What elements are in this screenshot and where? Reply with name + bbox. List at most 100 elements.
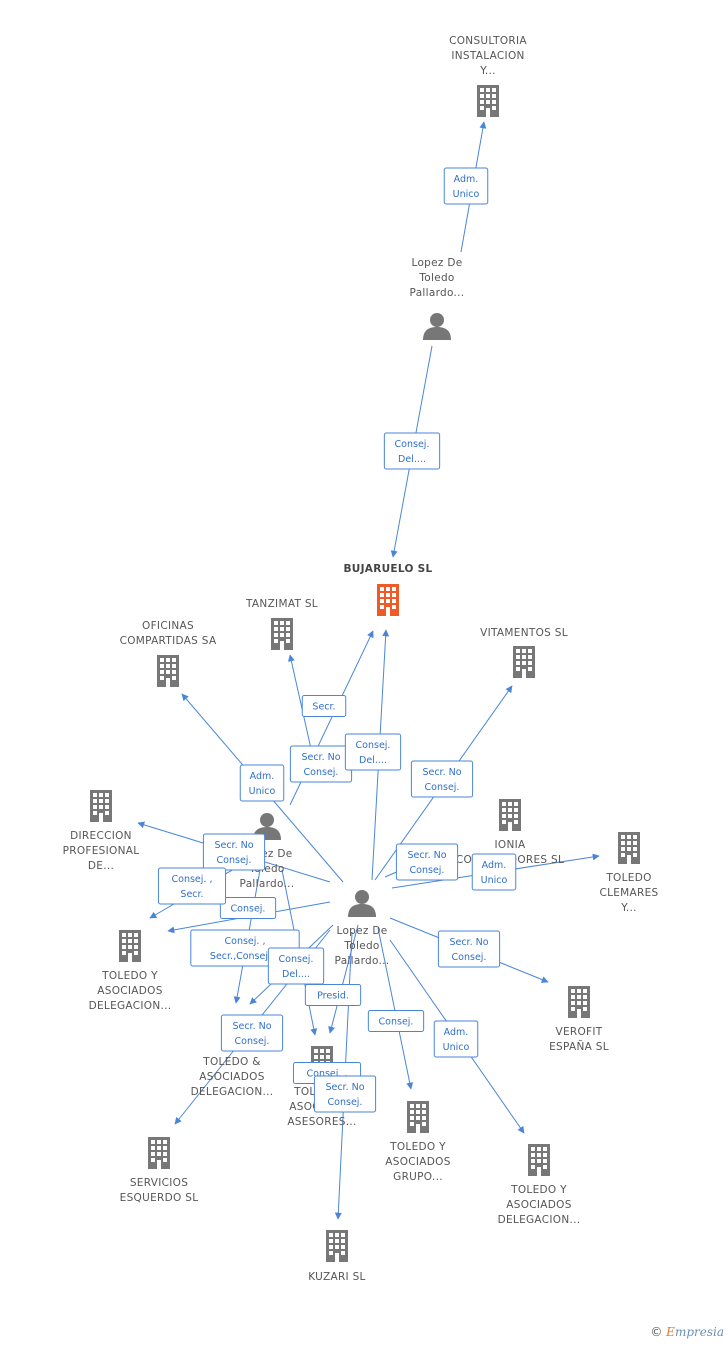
node-person_top[interactable]: Lopez DeToledoPallardo... <box>410 257 465 340</box>
edge-label-text: Secr. No <box>301 752 340 763</box>
edge-label-box <box>220 1014 284 1052</box>
node-label: Pallardo... <box>335 955 390 967</box>
edge-label-text: Consej. <box>452 952 487 963</box>
edge-label-person_center-to-toledo_asesores[interactable]: Presid. <box>304 984 362 1006</box>
node-label: TANZIMAT SL <box>245 598 318 610</box>
edge-label-box <box>383 432 441 470</box>
edge-label-text: Unico <box>249 786 276 797</box>
edge-label-text: Consej. <box>328 1097 363 1108</box>
node-label: TOLEDO Y <box>389 1141 446 1153</box>
edge-label-text: Del.... <box>282 969 310 980</box>
building-icon <box>377 584 399 616</box>
node-toledo_amp_del[interactable]: TOLEDO &ASOCIADOSDELEGACION... <box>191 1016 274 1098</box>
node-label: ESQUERDO SL <box>120 1192 199 1204</box>
node-label: OFICINAS <box>142 620 194 632</box>
edge-label-text: Unico <box>481 875 508 886</box>
edge-label-person_center-to-vitamentos[interactable]: Secr. No Consej. <box>410 760 474 798</box>
brand-name: mpresia <box>674 1325 724 1339</box>
node-consultoria[interactable]: CONSULTORIAINSTALACIONY... <box>449 35 527 117</box>
brand-initial: E <box>666 1325 675 1339</box>
edge-label-person_mid-to-bujaruelo[interactable]: Secr. <box>301 695 347 717</box>
edge-label-text: Secr. <box>180 889 203 900</box>
person-icon <box>348 890 376 917</box>
edge-label-person_center-to-bujaruelo[interactable]: Consej. Del.... <box>344 733 402 771</box>
building-icon <box>568 986 590 1018</box>
edge-label-box <box>267 947 325 985</box>
node-bujaruelo[interactable]: BUJARUELO SL <box>343 563 432 616</box>
node-label: DELEGACION... <box>191 1086 274 1098</box>
footer-brand[interactable]: © Empresia <box>650 1325 724 1339</box>
edge-label-text: Consej. <box>279 954 314 965</box>
edge-label-text: Consej. <box>235 1036 270 1047</box>
edge-label-text: Consej. <box>410 865 445 876</box>
node-label: ASESORES... <box>287 1116 356 1128</box>
node-label: CONSULTORIA <box>449 35 527 47</box>
node-kuzari[interactable]: KUZARI SL <box>308 1230 365 1283</box>
edge-label-person_mid-to-toledo_asoc_del1[interactable]: Consej. , Secr. <box>157 867 227 905</box>
node-label: DIRECCION <box>70 830 132 842</box>
building-icon <box>271 618 293 650</box>
node-label: ASOCIADOS <box>385 1156 450 1168</box>
person-icon <box>423 313 451 340</box>
edge-label-person_center-to-oficinas[interactable]: Adm.Unico <box>239 764 285 802</box>
edge-person_center-to-toledo_asesores <box>328 924 359 1034</box>
node-label: TOLEDO <box>605 872 651 884</box>
edge-label-text: Consej. <box>395 439 430 450</box>
building-icon <box>528 1144 550 1176</box>
node-label: GRUPO... <box>393 1171 443 1183</box>
edge-label-person_center-to-toledo_asoc_del1[interactable]: Consej. <box>219 897 277 919</box>
node-toledo_grupo[interactable]: TOLEDO Y ASOCIADOS GRUPO... <box>385 1101 450 1183</box>
edge-label-box <box>410 760 474 798</box>
building-icon <box>119 930 141 962</box>
building-icon <box>499 799 521 831</box>
edge-label-box <box>437 930 501 968</box>
edge-label-text: Secr. <box>312 702 335 713</box>
edge-label-person_top-to-bujaruelo[interactable]: Consej.Del.... <box>383 432 441 470</box>
building-icon <box>90 790 112 822</box>
node-tanzimat[interactable]: TANZIMAT SL <box>245 598 318 650</box>
edge-label-text: Unico <box>443 1042 470 1053</box>
edge-label-text: Consej. <box>425 782 460 793</box>
node-verofit[interactable]: VEROFIT ESPAÑA SL <box>549 986 609 1053</box>
node-label: ESPAÑA SL <box>549 1040 609 1053</box>
node-label: DE... <box>88 860 114 872</box>
edge-label-person_center-to-toledo_grupo[interactable]: Consej. <box>367 1010 425 1032</box>
edge-label-person_center-to-toledo_asoc_del2[interactable]: Adm.Unico <box>433 1020 479 1058</box>
edge-label-person_mid-to-toledo_amp_del[interactable]: Consej. Del.... <box>267 947 325 985</box>
edge-label-person_center-to-toledo_clemares[interactable]: Adm.Unico <box>471 853 517 891</box>
edge-label-box <box>443 167 489 205</box>
node-label: DELEGACION... <box>498 1214 581 1226</box>
edge-label-text: Secr.,Consej.... <box>210 951 280 962</box>
node-vitamentos[interactable]: VITAMENTOS SL <box>480 627 568 678</box>
edge-label-text: Secr. No <box>214 840 253 851</box>
node-label: Pallardo... <box>410 287 465 299</box>
edge-label-text: Consej. , <box>307 1069 348 1080</box>
node-label: KUZARI SL <box>308 1271 365 1283</box>
node-toledo_clemares[interactable]: TOLEDOCLEMARESY... <box>599 832 658 914</box>
node-label: VITAMENTOS SL <box>480 627 568 639</box>
building-icon <box>326 1230 348 1262</box>
building-icon <box>148 1137 170 1169</box>
node-direccion[interactable]: DIRECCIONPROFESIONALDE... <box>63 790 140 872</box>
node-toledo_asoc_del1[interactable]: TOLEDO YASOCIADOSDELEGACION... <box>89 930 172 1012</box>
edge-label-text: Secr. No <box>422 767 461 778</box>
node-label: VEROFIT <box>555 1026 602 1038</box>
node-toledo_asoc_del2[interactable]: TOLEDO YASOCIADOSDELEGACION... <box>498 1144 581 1226</box>
edge-label-box <box>301 695 347 717</box>
node-person_center[interactable]: Lopez DeToledoPallardo... <box>335 890 390 967</box>
edge-label-text: Secr. No <box>325 1082 364 1093</box>
edge-label-person_top-to-consultoria[interactable]: Adm.Unico <box>443 167 489 205</box>
edge-label-text: Consej. , <box>172 874 213 885</box>
edge-label-text: Consej. <box>356 740 391 751</box>
edge-label-text: Presid. <box>317 991 349 1002</box>
edge-label-box <box>367 1010 425 1032</box>
edge-label-person_center-to-kuzari[interactable]: Secr. No Consej. <box>313 1075 377 1113</box>
edge-label-text: Del.... <box>359 755 387 766</box>
